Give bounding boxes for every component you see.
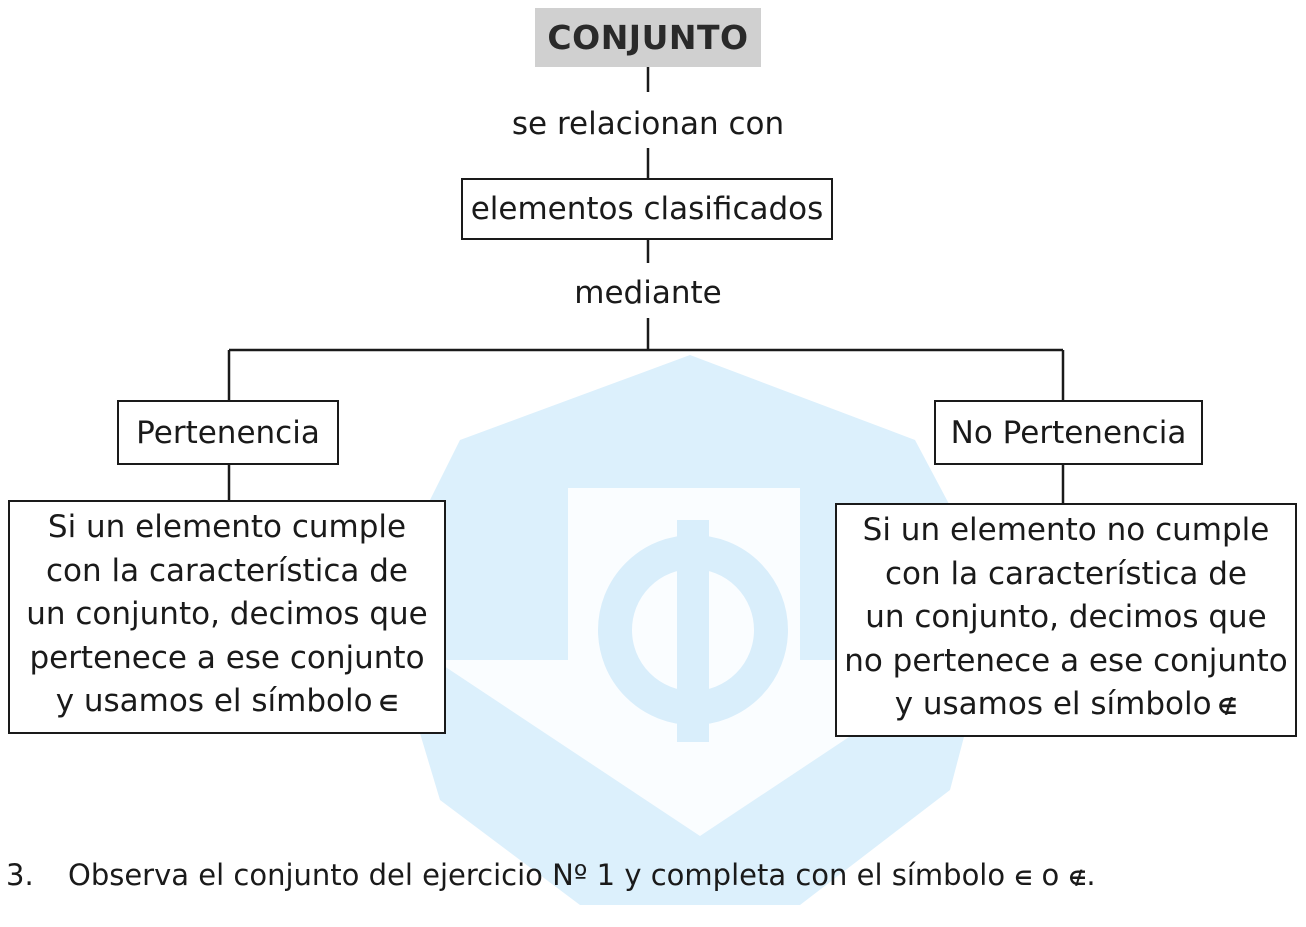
right-desc-line-1: Si un elemento no cumple xyxy=(862,512,1270,548)
right-desc-line-5: y usamos el símbolo∉ xyxy=(837,683,1295,730)
left-desc-line-3: un conjunto, decimos que xyxy=(26,596,428,632)
exercise-connector: o xyxy=(1041,858,1060,892)
exercise-instruction: 3. Observa el conjunto del ejercicio Nº 1… xyxy=(6,858,1096,892)
left-description-box: Si un elemento cumple con la característ… xyxy=(8,500,446,734)
middle-concept-label: elementos clasificados xyxy=(470,191,824,227)
right-desc-line-2: con la característica de xyxy=(885,555,1247,592)
left-desc-line-4: pertenece a ese conjunto xyxy=(29,639,425,676)
relation-label-2: mediante xyxy=(498,273,798,313)
relation-label-1: se relacionan con xyxy=(448,104,848,144)
exercise-end: . xyxy=(1086,858,1096,892)
not-element-of-symbol: ∉ xyxy=(1217,695,1238,720)
exercise-symbol-not-in: ∉ xyxy=(1068,866,1087,890)
relation-label-2-text: mediante xyxy=(574,275,722,311)
left-desc-line-2: con la característica de xyxy=(46,552,408,589)
exercise-text: Observa el conjunto del ejercicio Nº 1 y… xyxy=(68,858,1006,892)
right-title-box: No Pertenencia xyxy=(934,400,1203,465)
right-desc-line-5-text: y usamos el símbolo xyxy=(894,686,1212,722)
left-title-box: Pertenencia xyxy=(117,400,339,465)
element-of-symbol: ∈ xyxy=(378,692,399,717)
exercise-symbol-in: ∈ xyxy=(1014,866,1033,890)
left-desc-line-1: Si un elemento cumple xyxy=(47,509,407,545)
left-desc-line-5-text: y usamos el símbolo xyxy=(55,683,373,719)
left-title-label: Pertenencia xyxy=(136,414,320,451)
right-desc-line-3: un conjunto, decimos que xyxy=(865,599,1267,635)
root-concept-label: CONJUNTO xyxy=(547,18,749,57)
right-title-label: No Pertenencia xyxy=(950,414,1187,451)
middle-concept-box: elementos clasificados xyxy=(461,178,833,240)
watermark-bar-shape xyxy=(677,520,709,742)
exercise-number: 3. xyxy=(6,858,34,892)
relation-label-1-text: se relacionan con xyxy=(511,106,785,142)
right-desc-line-4: no pertenece a ese conjunto xyxy=(844,642,1288,679)
root-concept-box: CONJUNTO xyxy=(535,8,761,67)
left-desc-line-5: y usamos el símbolo∈ xyxy=(10,680,444,727)
right-description-box: Si un elemento no cumple con la caracter… xyxy=(835,503,1297,737)
